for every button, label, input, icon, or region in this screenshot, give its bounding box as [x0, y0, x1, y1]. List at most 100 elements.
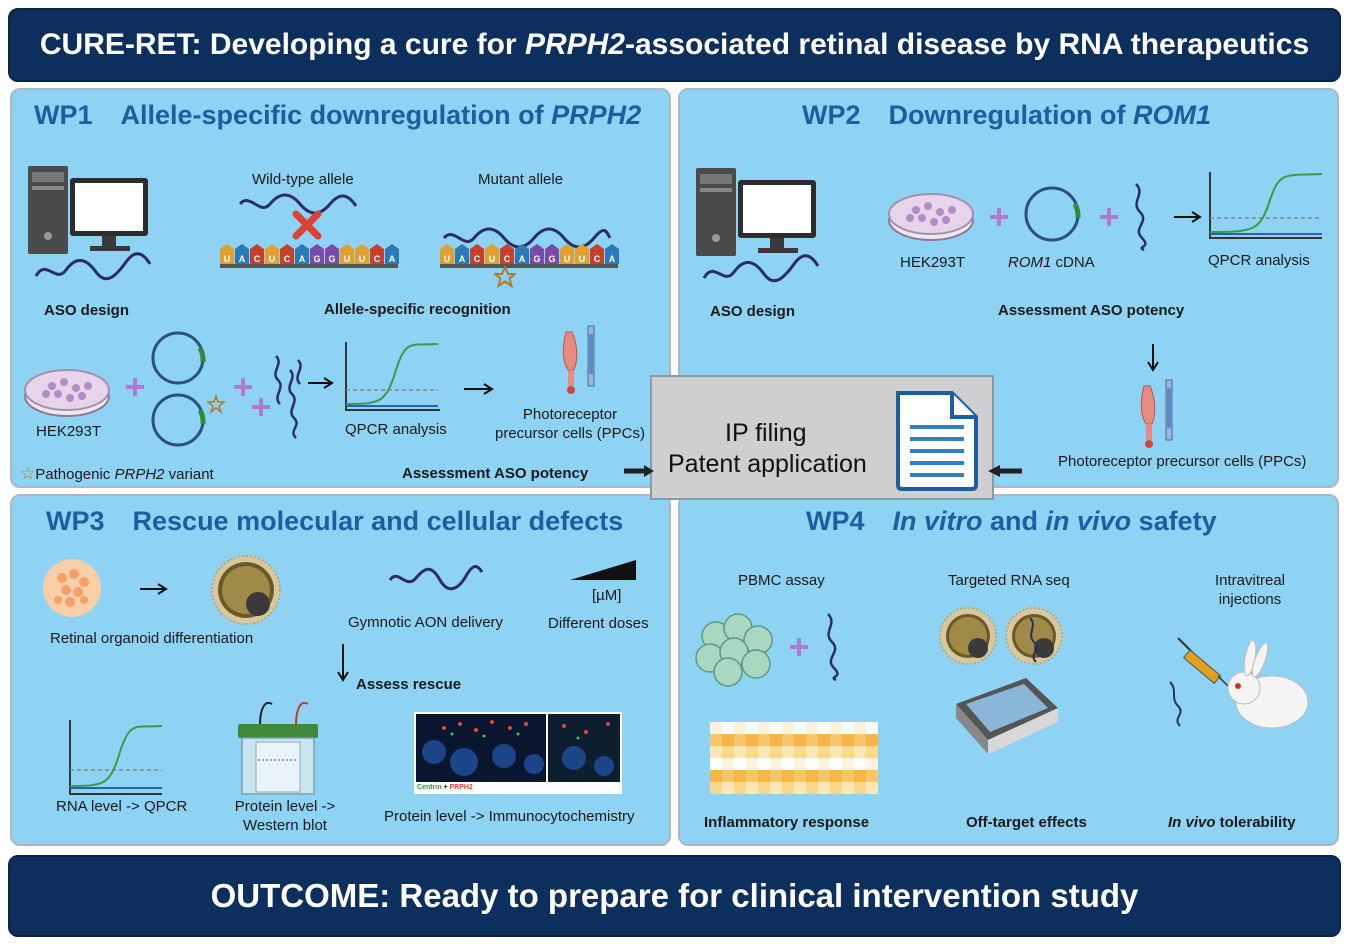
heatmap-cell	[866, 746, 878, 758]
heatmap-cell	[794, 734, 806, 746]
plus-icon	[790, 638, 808, 656]
immunocytochemistry-image	[414, 712, 622, 794]
heatmap-cell	[746, 746, 758, 758]
heatmap-cell	[806, 722, 818, 734]
stain-prph2: PRPH2	[449, 784, 473, 791]
western-blot-icon	[238, 701, 318, 795]
wp1-number: WP1	[34, 100, 93, 130]
heatmap-cell	[854, 746, 866, 758]
heatmap-cell	[710, 782, 722, 794]
heatmap-cell	[866, 758, 878, 770]
pbmc-label: PBMC assay	[738, 572, 825, 589]
nucleotide: G	[545, 244, 559, 264]
heatmap-cell	[794, 746, 806, 758]
nucleotide: U	[355, 244, 369, 264]
star-icon: ☆	[20, 464, 36, 483]
wp2-potency-label: Assessment ASO potency	[998, 302, 1185, 319]
wp2-title-text: Downregulation of	[888, 100, 1133, 130]
heatmap-cell	[830, 758, 842, 770]
rabbit-injection-icon	[1169, 637, 1309, 729]
wp1-potency-label: Assessment ASO potency	[402, 465, 589, 482]
heatmap-cell	[710, 746, 722, 758]
protein-line1: Protein level ->	[234, 798, 336, 815]
heatmap-cell	[830, 782, 842, 794]
dose-gradient-icon	[570, 560, 636, 580]
nucleotide: G	[530, 244, 544, 264]
heatmap-cell	[722, 746, 734, 758]
nucleotide: U	[485, 244, 499, 264]
heatmap-cell	[866, 770, 878, 782]
rom1-cdna-label: ROM1 cDNA	[1008, 254, 1095, 271]
wp2-ppc-label: Photoreceptor precursor cells (PPCs)	[1058, 453, 1307, 470]
heatmap-cell	[842, 758, 854, 770]
qpcr-curve-icon	[345, 342, 440, 411]
wp4-title-and: and	[982, 506, 1046, 536]
wp2-aso-design-label: ASO design	[710, 303, 796, 320]
plus-icon	[126, 378, 144, 396]
heatmap-cell	[770, 722, 782, 734]
heatmap-cell	[770, 782, 782, 794]
heatmap-cell	[722, 782, 734, 794]
heatmap-cell	[818, 722, 830, 734]
plus-icon	[252, 398, 270, 416]
nucleotide: U	[575, 244, 589, 264]
wp1-title-text: Allele-specific downregulation of	[120, 100, 552, 130]
nucleotide: G	[325, 244, 339, 264]
heatmap-cell	[758, 758, 770, 770]
heatmap-cell	[746, 770, 758, 782]
heatmap-cell	[722, 758, 734, 770]
heatmap-cell	[782, 746, 794, 758]
title-suffix: -associated retinal disease by RNA thera…	[624, 28, 1310, 61]
wp4-number: WP4	[806, 506, 865, 536]
plasmid-icon	[1024, 186, 1081, 242]
wp1-ppc-label: Photoreceptor precursor cells (PPCs)	[490, 406, 650, 442]
heatmap-cell	[854, 722, 866, 734]
title-banner: CURE-RET: Developing a cure for PRPH2-as…	[8, 8, 1341, 82]
nucleotide: A	[515, 244, 529, 264]
arrow-right-icon	[140, 583, 168, 595]
nucleotide: A	[455, 244, 469, 264]
arrow-down-icon	[1147, 344, 1159, 372]
heatmap-cell	[734, 782, 746, 794]
heatmap-cell	[746, 734, 758, 746]
photoreceptor-icon	[562, 325, 595, 394]
heatmap-cell	[758, 746, 770, 758]
heatmap-cell	[758, 722, 770, 734]
tolerability-suffix: tolerability	[1215, 814, 1296, 831]
variant-prefix: Pathogenic	[35, 466, 115, 483]
dose-unit-label: [µM]	[592, 587, 622, 604]
title-gene: PRPH2	[524, 28, 625, 61]
mutant-label: Mutant allele	[478, 171, 564, 188]
sequencer-icon	[956, 678, 1058, 754]
wp2-qpcr-label: QPCR analysis	[1208, 252, 1310, 269]
heatmap-cell	[734, 722, 746, 734]
nucleotide: U	[340, 244, 354, 264]
wp3-number: WP3	[46, 506, 105, 536]
heatmap-cell	[734, 758, 746, 770]
qpcr-curve-icon	[1209, 172, 1323, 239]
offtarget-label: Off-target effects	[966, 814, 1087, 831]
heatmap-cell	[806, 782, 818, 794]
heatmap-cell	[794, 770, 806, 782]
document-icon	[896, 391, 978, 491]
rom1-suffix: cDNA	[1051, 254, 1095, 271]
heatmap-cell	[818, 734, 830, 746]
star-icon	[494, 266, 516, 288]
nucleotide: C	[370, 244, 384, 264]
nucleotide: U	[440, 244, 454, 264]
heatmap-cell	[866, 722, 878, 734]
heatmap-cell	[854, 758, 866, 770]
doses-label: Different doses	[548, 615, 649, 632]
heatmap-cell	[746, 722, 758, 734]
heatmap-cell	[794, 782, 806, 794]
heatmap-cell	[782, 770, 794, 782]
sequence-backbone	[440, 264, 618, 268]
variant-suffix: variant	[164, 466, 214, 483]
heatmap-cell	[818, 782, 830, 794]
nucleotide: U	[560, 244, 574, 264]
